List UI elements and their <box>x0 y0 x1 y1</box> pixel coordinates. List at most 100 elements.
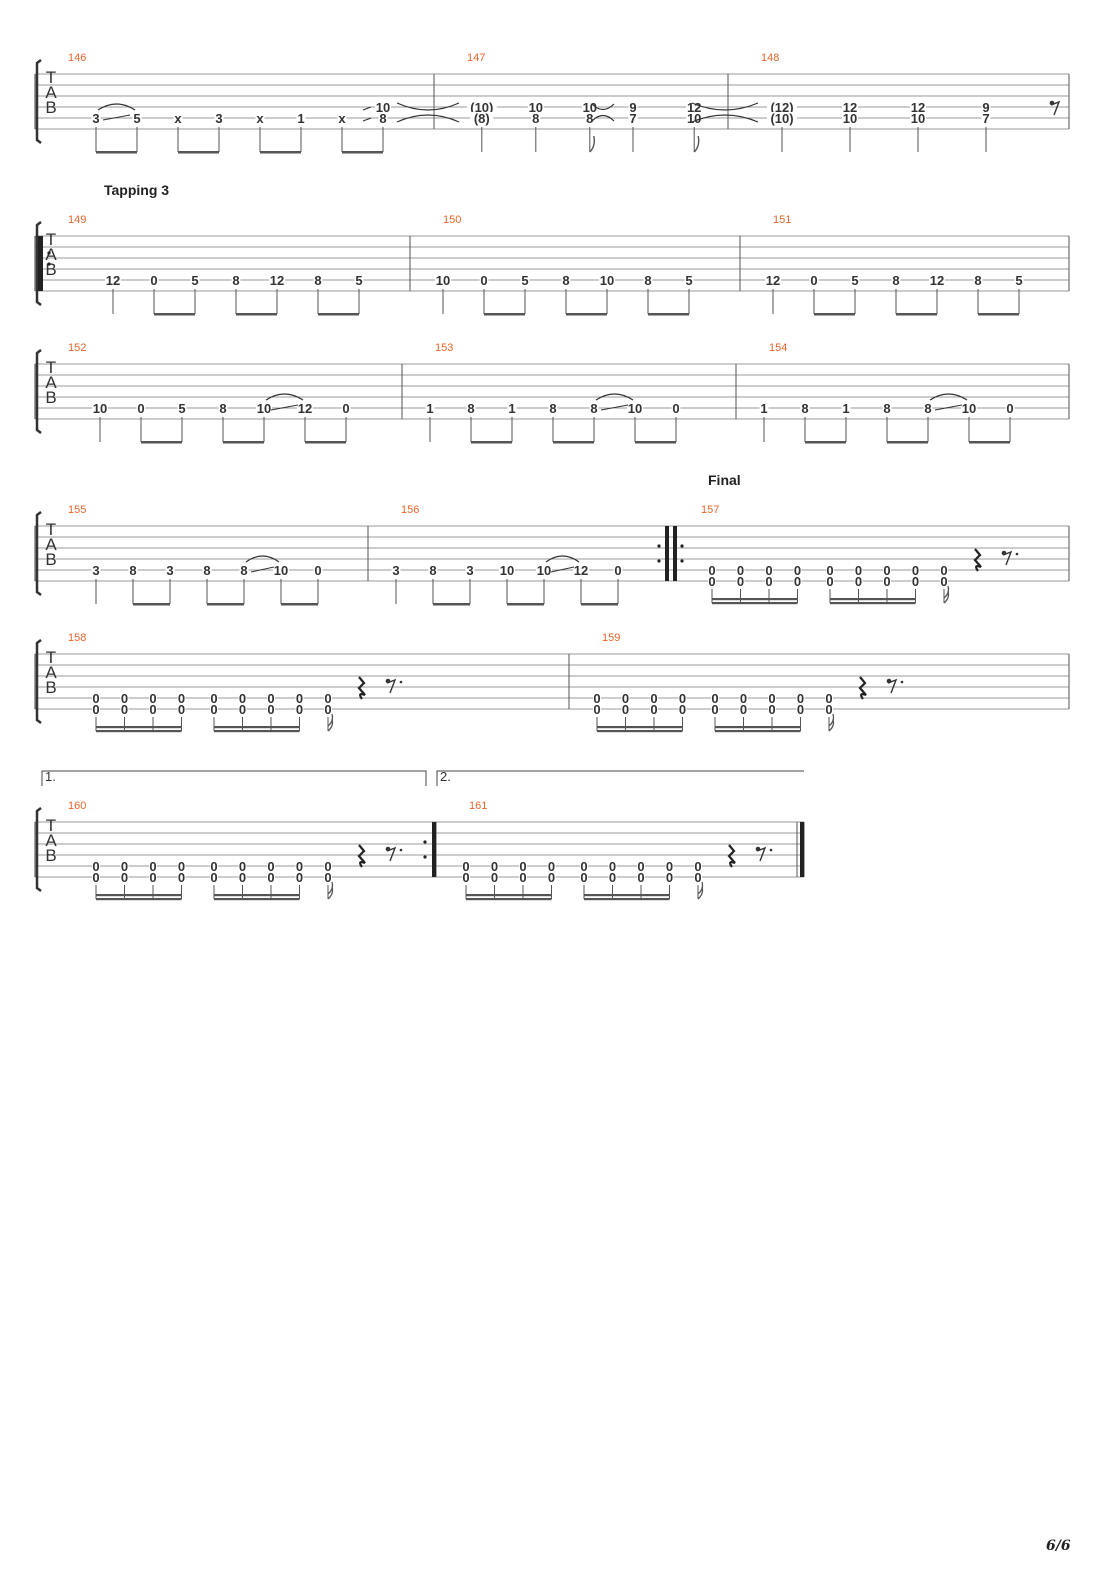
note-bg <box>671 402 681 414</box>
fret-number: 0 <box>239 702 246 717</box>
fret-number: 0 <box>178 691 185 706</box>
repeat-dot <box>657 559 661 563</box>
beam <box>214 726 300 729</box>
note-bg <box>177 703 186 715</box>
fret-number: 8 <box>532 111 539 126</box>
beam <box>96 726 182 729</box>
measure-number: 160 <box>68 800 86 812</box>
beam <box>507 603 544 606</box>
fret-number: 10 <box>529 100 543 115</box>
note-bg <box>684 274 694 286</box>
note-bg <box>177 402 187 414</box>
beam <box>466 894 552 897</box>
note-bg <box>665 860 674 872</box>
fret-number: 0 <box>694 870 701 885</box>
volta-second-label: 2. <box>440 769 451 784</box>
slide-line <box>600 404 629 411</box>
fret-number: 0 <box>324 870 331 885</box>
beam <box>96 898 182 901</box>
volta-first-bracket <box>41 770 427 786</box>
note-bg <box>739 692 748 704</box>
beam <box>648 313 689 316</box>
note-bg <box>255 112 265 124</box>
note-bg <box>608 860 617 872</box>
system-bracket <box>35 59 42 144</box>
note-bg <box>882 402 892 414</box>
note-bg <box>585 112 595 124</box>
fret-number: 10 <box>93 401 107 416</box>
note-bg <box>105 274 121 286</box>
note-bg <box>708 575 716 587</box>
fret-number: 0 <box>149 691 156 706</box>
note-bg <box>428 564 438 576</box>
note-bg <box>238 703 247 715</box>
note-bg <box>462 871 470 883</box>
note-bg <box>767 101 797 113</box>
note-bg <box>940 575 948 587</box>
fret-number: 0 <box>593 691 600 706</box>
tab-clef-letter: B <box>45 388 56 407</box>
fret-number: 12 <box>574 563 588 578</box>
note-bg <box>637 860 645 872</box>
beam <box>887 441 928 444</box>
fret-number: 3 <box>215 111 222 126</box>
beam <box>214 730 300 733</box>
fret-number: x <box>256 111 264 126</box>
note-bg <box>573 564 589 576</box>
beam <box>466 898 552 901</box>
fret-number: 0 <box>912 574 919 589</box>
note-bg <box>466 402 476 414</box>
note-bg <box>149 703 157 715</box>
beam <box>96 151 137 154</box>
fret-number: 0 <box>462 859 469 874</box>
fret-number: 0 <box>855 574 862 589</box>
fret-number: 0 <box>826 563 833 578</box>
fret-number: 1 <box>842 401 849 416</box>
system-bracket <box>35 511 42 596</box>
fret-number: (10) <box>470 100 493 115</box>
note-bg <box>825 703 833 715</box>
beam <box>805 441 846 444</box>
fret-number: 8 <box>644 273 651 288</box>
note-bg <box>91 112 101 124</box>
note-bg <box>599 274 615 286</box>
tab-system-6: TAB1600000000000000000001610000000000000… <box>34 800 805 901</box>
tab-clef-letter: B <box>45 260 56 279</box>
note-bg <box>621 703 630 715</box>
slide-line <box>550 566 575 573</box>
fret-number: 0 <box>121 859 128 874</box>
note-bg <box>479 274 489 286</box>
fret-number: 0 <box>609 859 616 874</box>
fret-number: 8 <box>429 563 436 578</box>
tab-system-5: TAB1580000000000000000001590000000000000… <box>34 632 1070 733</box>
fret-number: 8 <box>232 273 239 288</box>
note-bg <box>694 860 702 872</box>
note-bg <box>711 703 719 715</box>
fret-number: 0 <box>940 574 947 589</box>
fret-number: 0 <box>765 563 772 578</box>
note-bg <box>891 274 901 286</box>
beam <box>207 603 244 606</box>
beam <box>318 313 359 316</box>
fret-number: 0 <box>342 401 349 416</box>
tab-clef-letter: B <box>45 98 56 117</box>
note-bg <box>324 860 332 872</box>
note-bg <box>238 860 247 872</box>
note-bg <box>238 692 247 704</box>
beam <box>597 730 683 733</box>
fret-number: 1 <box>760 401 767 416</box>
note-bg <box>850 274 860 286</box>
system-bracket <box>35 639 42 724</box>
fret-number: 0 <box>637 870 644 885</box>
beam <box>715 730 801 733</box>
note-bg <box>295 860 304 872</box>
fret-number: 8 <box>219 401 226 416</box>
note-bg <box>425 402 435 414</box>
fret-number: 8 <box>801 401 808 416</box>
note-bg <box>759 402 769 414</box>
tab-clef-letter: A <box>45 83 57 102</box>
repeat-dot <box>680 559 684 563</box>
beam <box>214 898 300 901</box>
note-bg <box>854 564 863 576</box>
beam <box>830 598 916 601</box>
